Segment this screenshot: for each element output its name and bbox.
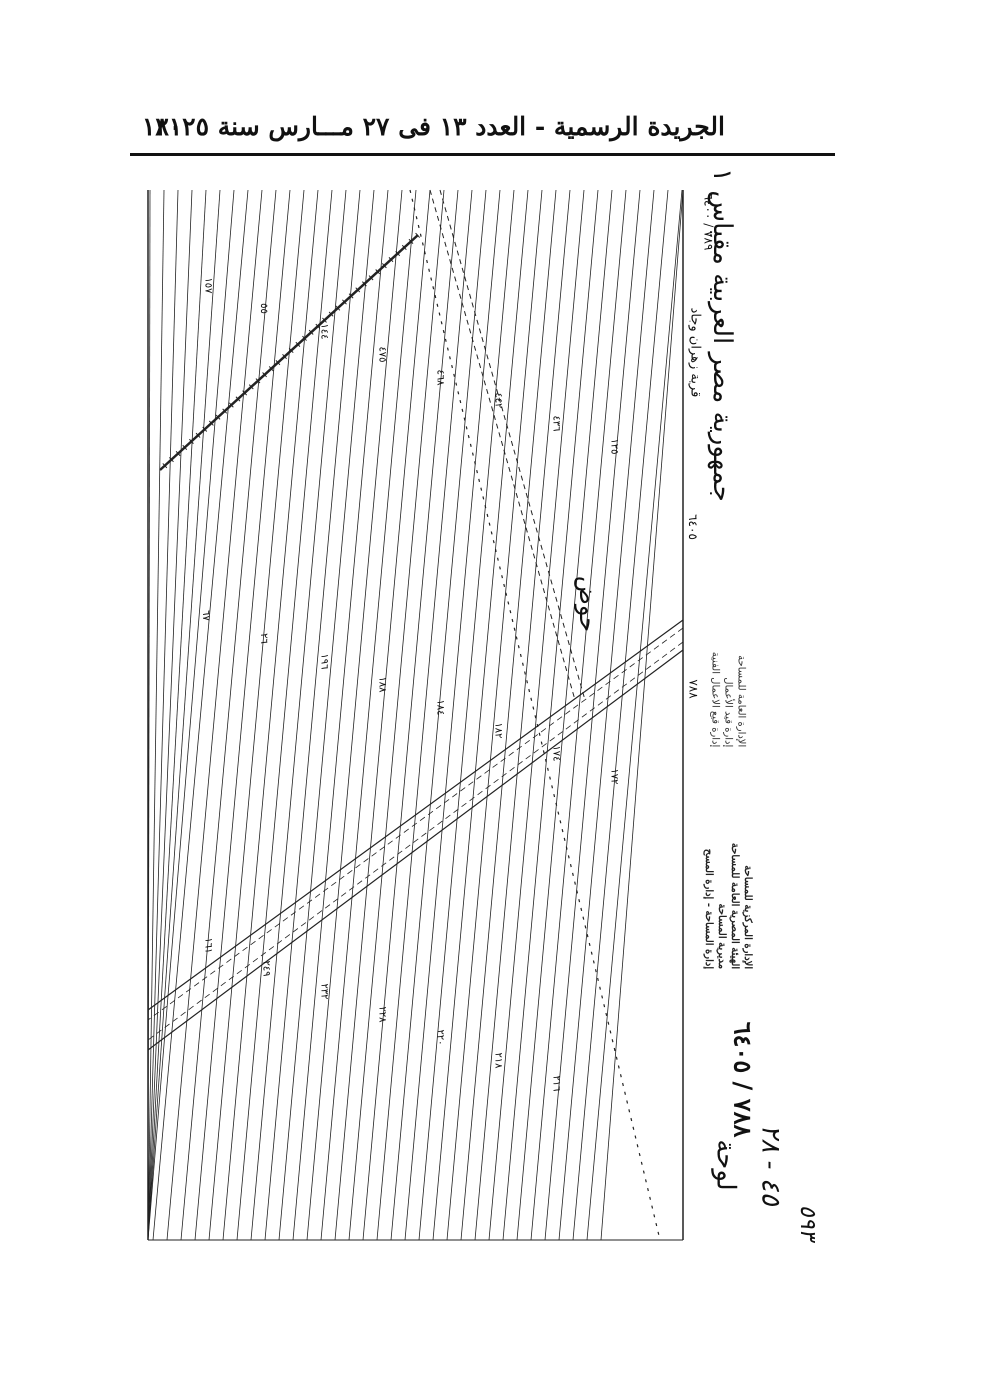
parcel-number: ١٢٥: [608, 438, 620, 455]
parcel-line: [348, 189, 445, 1241]
parcel-line: [147, 189, 193, 1241]
parcel-line: [147, 189, 151, 1241]
parcel-line: [572, 189, 669, 1241]
parcel-number: ١٨٤: [434, 699, 446, 716]
parcel-line: [530, 189, 627, 1241]
stamp-line: إدارة المساحة - إدارة المسح: [703, 848, 715, 970]
parcel-line: [208, 189, 305, 1241]
parcel-line: [306, 189, 403, 1241]
parcel-number: ٢٦: [257, 633, 269, 644]
parcel-line: [544, 189, 641, 1241]
parcel-line: [502, 189, 599, 1241]
handwritten-code: ٤٥ - ٢٨: [755, 1124, 786, 1206]
parcel-number: ١٨٨: [376, 676, 388, 693]
parcel-line: [586, 189, 683, 1241]
parcel-line: [147, 189, 207, 1241]
sheet-label: لوحة: [710, 1139, 741, 1191]
parcel-line: [147, 189, 221, 1241]
parcel-number: ٤٦٨: [434, 369, 446, 386]
parcel-number: ١٩٦: [318, 653, 330, 670]
parcel-number: ١٦١: [202, 937, 214, 954]
parcel-line: [147, 189, 179, 1241]
road-edge: [147, 619, 684, 1011]
parcel-number: ١٤٤: [318, 323, 330, 340]
stamp-survey-authority: الإدارة المركزية للمساحة الهيئة المصرية …: [702, 843, 754, 969]
parcel-line: [334, 189, 431, 1241]
parcel-line: [432, 189, 529, 1241]
parcel-number: ١٧٤: [550, 745, 562, 762]
sheet-number-top: ٧٨٩ / ٦٤٠٠: [701, 193, 716, 251]
parcel-line: [152, 189, 249, 1241]
basin-label: حوض: [574, 575, 603, 633]
parcel-line: [320, 189, 417, 1241]
canal-line: [429, 189, 576, 701]
parcel-line: [180, 189, 277, 1241]
parcel-line: [362, 189, 459, 1241]
parcel-number: ٢٤٩: [260, 960, 272, 977]
parcel-line: [474, 189, 571, 1241]
parcel-line: [488, 189, 585, 1241]
parcel-line: [147, 189, 165, 1241]
stamp-line: الإدارة العامة للمساحة: [735, 655, 747, 748]
stamp-line: مديرية المساحة: [716, 903, 728, 970]
road-edge: [147, 649, 684, 1051]
road-centerline: [147, 627, 684, 1021]
parcel-number: ٤٣٦: [550, 415, 562, 432]
parcel-number: ٢١٨: [492, 1052, 504, 1069]
gazette-title: الجريدة الرسمية - العدد ١٣ فى ٢٧ مـــارس…: [155, 112, 725, 141]
parcel-line: [390, 189, 487, 1241]
stamp-line: الهيئة المصرية العامة للمساحة: [729, 842, 741, 970]
tick-label: ٦٤٠٥: [685, 514, 700, 540]
parcel-line: [558, 189, 655, 1241]
parcel-number: ٦٧: [199, 610, 211, 621]
stamp-survey-office: الإدارة العامة للمساحة إدارة قيد الأعمال…: [708, 652, 747, 748]
stamp-line: إدارة قيد الأعمال: [722, 677, 734, 748]
parcel-number: ٢١٦: [550, 1075, 562, 1092]
parcel-number: ٥٥: [257, 303, 269, 314]
road-centerline: [147, 641, 684, 1041]
parcel-line: [460, 189, 557, 1241]
handwritten-code-2: ٥٩٣: [795, 1204, 821, 1241]
parcel-line: [222, 189, 319, 1241]
parcel-line: [446, 189, 543, 1241]
parcel-number: ٢٢٠: [434, 1029, 446, 1046]
header-rule: [130, 153, 835, 156]
page-number: ١٨١: [142, 112, 183, 141]
parcel-line: [147, 189, 235, 1241]
tick-label: ٧٨٨: [686, 679, 701, 699]
sheet-number-bottom: ٧٨٨ / ٦٤٠٥: [728, 1021, 758, 1138]
parcel-line: [236, 189, 333, 1241]
village-name: قرية زهران وجاد: [687, 307, 703, 398]
parcel-line: [278, 189, 375, 1241]
boundary-thick: [159, 234, 419, 471]
parcel-line: [418, 189, 515, 1241]
parcel-line: [166, 189, 263, 1241]
parcel-number: ٢٢٨: [376, 1006, 388, 1023]
parcel-number: ٤٧٥: [376, 346, 388, 363]
page-header: الجريدة الرسمية - العدد ١٣ فى ٢٧ مـــارس…: [130, 112, 835, 152]
parcel-line: [292, 189, 389, 1241]
canal-line: [439, 189, 586, 701]
parcel-line: [404, 189, 501, 1241]
parcel-number: ١٧٢: [608, 768, 620, 785]
country-title: جمهورية مصر العربية: [706, 273, 737, 502]
parcel-number: ١٨٢: [492, 722, 504, 739]
parcel-line: [250, 189, 347, 1241]
parcel-number: ١٥٧: [202, 277, 214, 294]
parcel-line: [516, 189, 613, 1241]
parcel-line: [600, 189, 684, 1241]
stamp-line: الإدارة المركزية للمساحة: [742, 865, 754, 970]
stamp-line: إدارة قيع الاعمال الفنية: [709, 651, 721, 748]
parcel-number: ٤٤٢: [492, 392, 504, 409]
parcel-line: [376, 189, 473, 1241]
parcel-number: ٢٣٢: [318, 983, 330, 1000]
parcel-line: [264, 189, 361, 1241]
